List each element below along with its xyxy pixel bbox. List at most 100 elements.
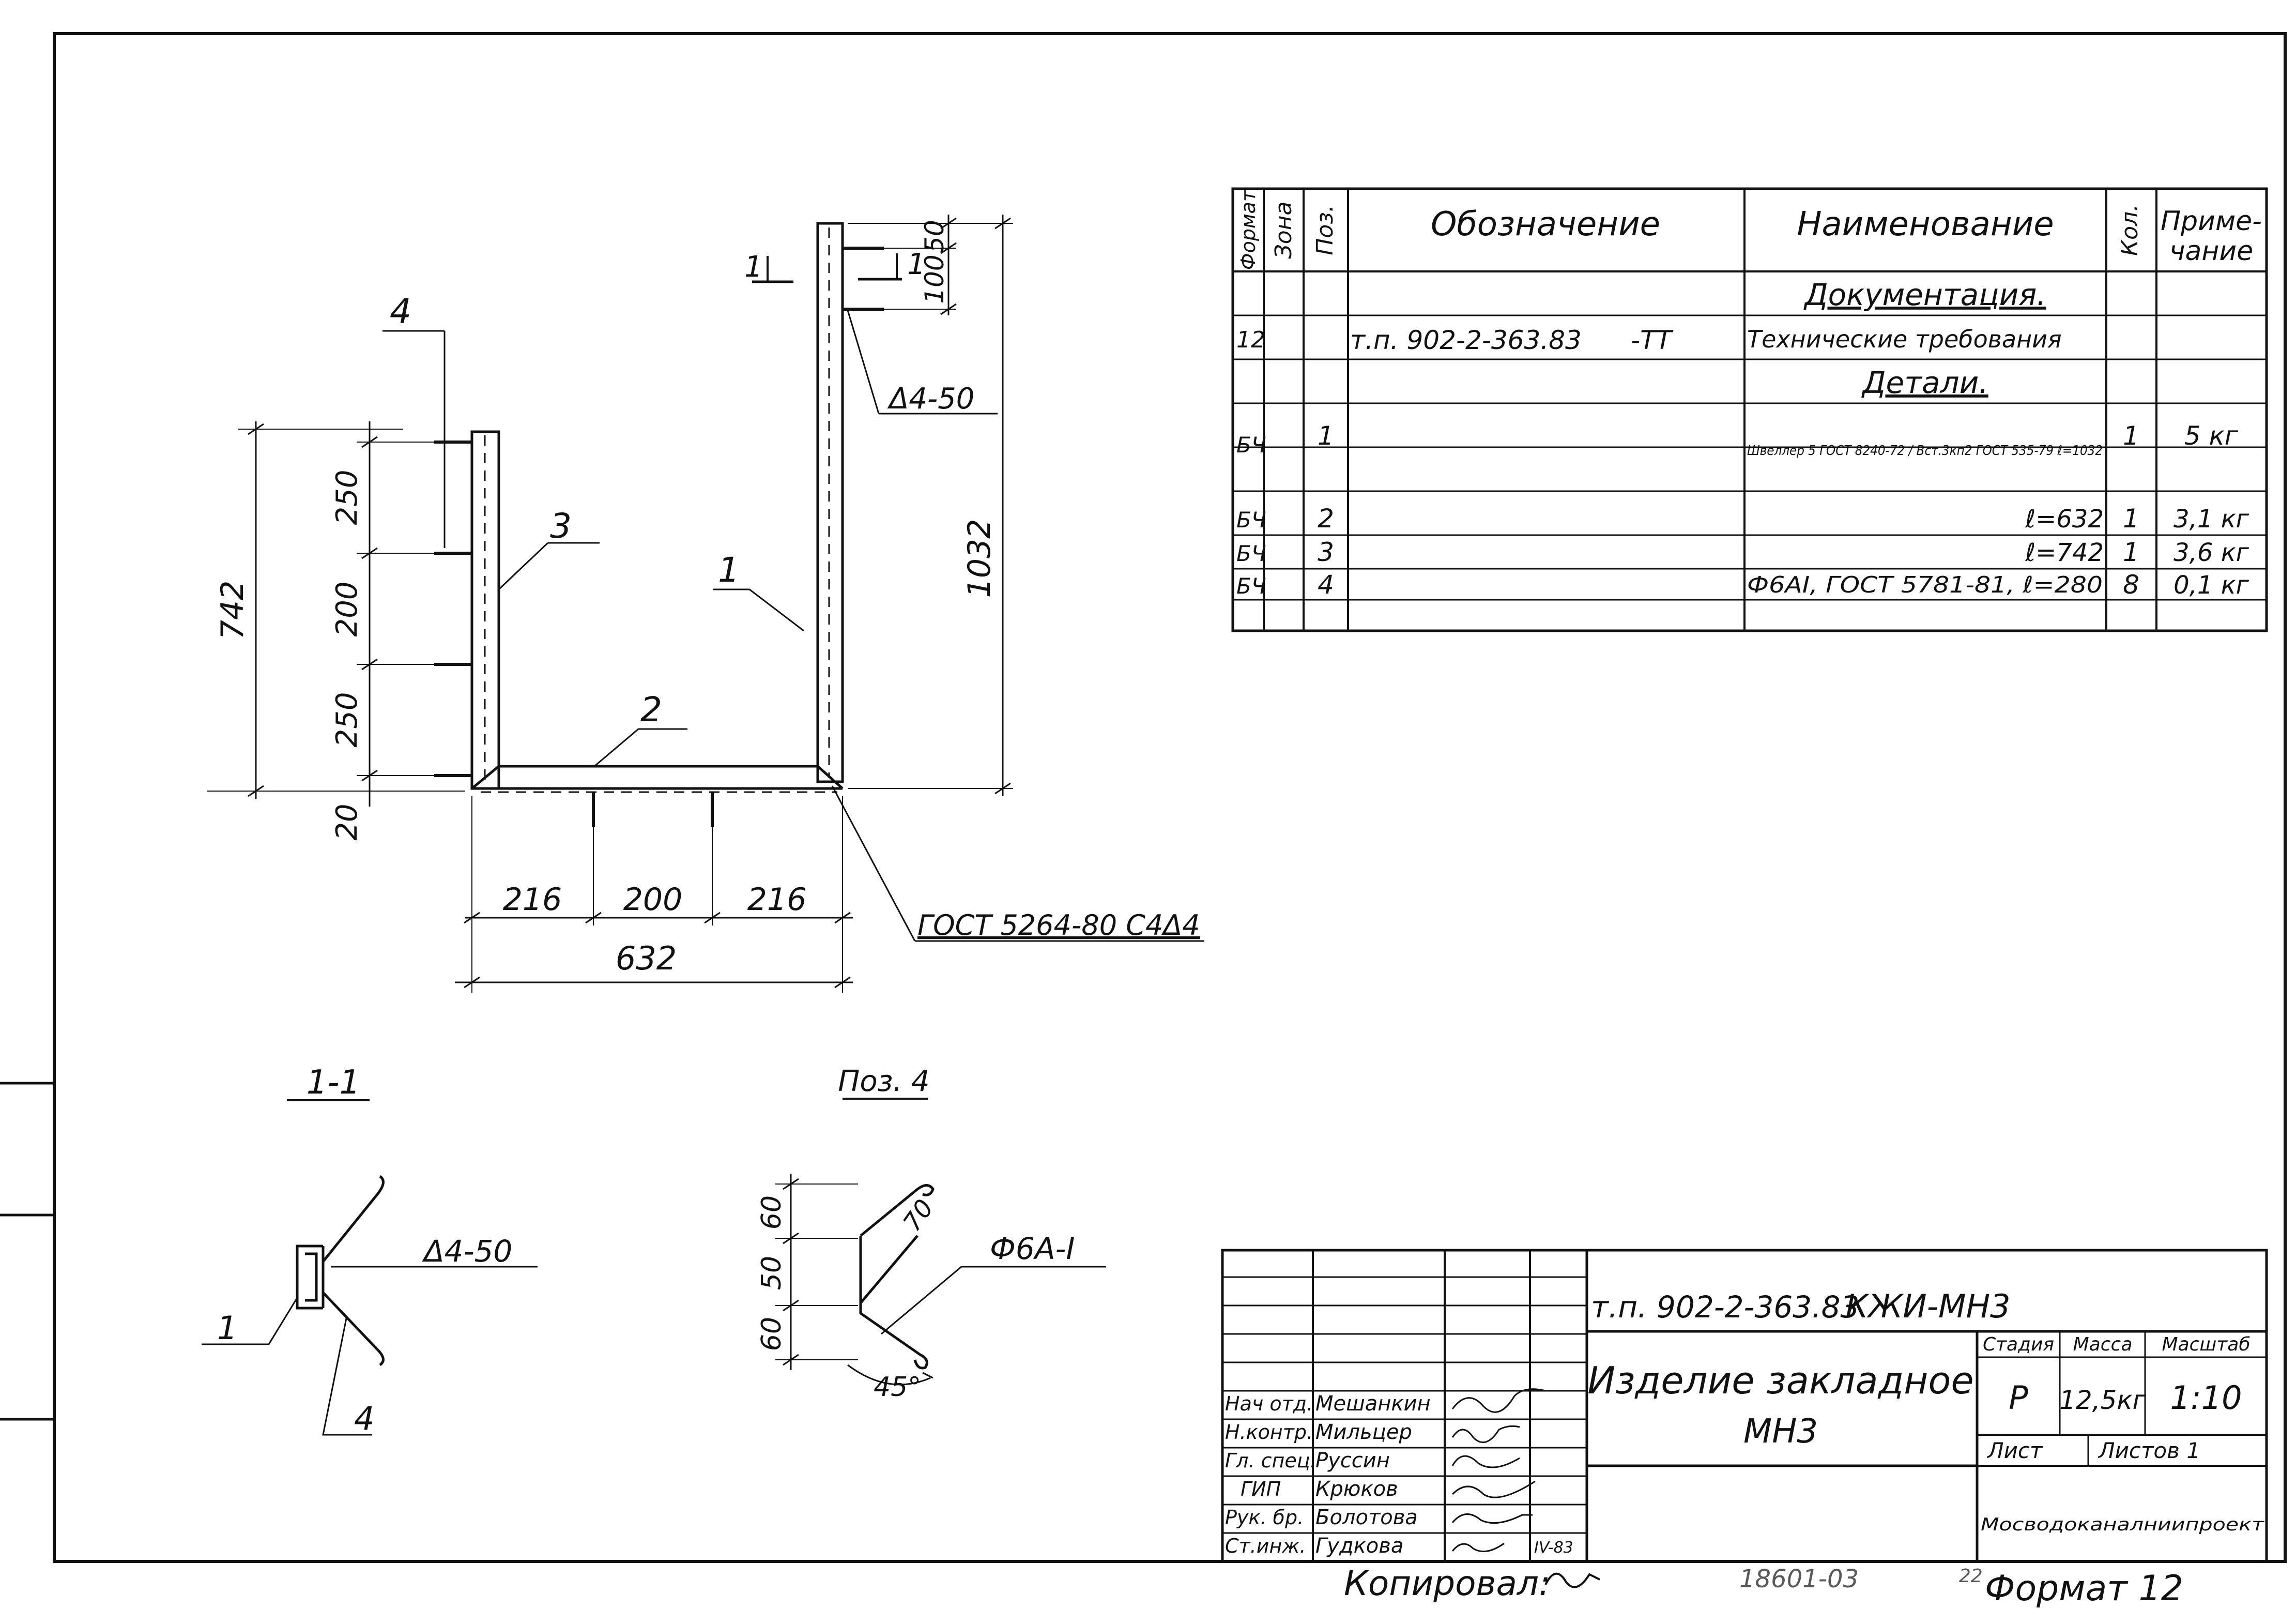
spec-row-5-qty: 1 [2123, 537, 2139, 567]
spec-hdr-pos: Поз. [1312, 205, 1338, 255]
date-value: IV-83 [1534, 1539, 1573, 1557]
staff-2-role: Гл. спец. [1225, 1449, 1317, 1472]
mass-header: Масса [2073, 1334, 2133, 1355]
spec-row-3-format: БЧ [1236, 432, 1266, 458]
pos4-dim-60-bottom: 60 [756, 1317, 787, 1351]
spec-row-1-designation: т.п. 902-2-363.83 -ТТ [1350, 325, 1674, 355]
spec-hdr-format: Формат [1237, 189, 1260, 270]
section-pos-1-label: 1 [217, 1309, 237, 1347]
staff-2-name: Руссин [1315, 1449, 1390, 1473]
staff-4-name: Болотова [1315, 1506, 1418, 1529]
spec-row-4-format: БЧ [1236, 507, 1266, 533]
staff-0-role: Нач отд. [1225, 1392, 1313, 1415]
spec-row-3-qty: 1 [2123, 421, 2139, 451]
spec-row-0-name: Документация. [1803, 277, 2046, 312]
pos4-dim-60-top: 60 [756, 1195, 787, 1230]
section-mark-left [752, 256, 793, 283]
spec-row-6-qty: 8 [2123, 570, 2139, 600]
spec-hdr-designation: Обозначение [1431, 205, 1660, 244]
dim-632: 632 [616, 939, 677, 977]
spec-row-6-note: 0,1 кг [2173, 571, 2249, 600]
dim-100: 100 [920, 254, 950, 303]
dim-left [207, 421, 465, 807]
dim-1032: 1032 [961, 519, 998, 598]
copied-by: Копировал: [1344, 1564, 1550, 1603]
section-mark-right-label: 1 [907, 248, 926, 281]
pos4-dim-50: 50 [756, 1256, 787, 1290]
label-pos-2: 2 [640, 690, 662, 730]
dim-216-right: 216 [747, 882, 807, 918]
staff-5-role: Ст.инж. [1225, 1535, 1306, 1557]
pos-4-detail: Поз. 4 [775, 1065, 1106, 1386]
spec-row-3-pos: 1 [1318, 421, 1334, 451]
staff-4-role: Рук. бр. [1225, 1506, 1304, 1529]
staff-3-name: Крюков [1315, 1477, 1398, 1501]
copied-signature [1544, 1572, 1600, 1588]
dim-50: 50 [920, 220, 950, 253]
anchors-bottom [592, 792, 714, 827]
spec-row-3-note: 5 кг [2184, 421, 2239, 451]
spec-hdr-name: Наименование [1797, 205, 2054, 244]
section-mark-left-label: 1 [744, 250, 763, 284]
part-2-plate [471, 765, 844, 793]
dim-20: 20 [330, 803, 364, 840]
pos4-angle: 45° [874, 1372, 921, 1403]
staff-5-name: Гудкова [1315, 1534, 1403, 1558]
format-number: 22 [1959, 1566, 1983, 1587]
sheet-label: Лист [1986, 1438, 2043, 1463]
weld-label-top: Δ4-50 [887, 382, 974, 416]
dim-250-top: 250 [330, 470, 364, 525]
anchors-right [843, 247, 884, 311]
spec-row-4-name: ℓ=632 [2025, 505, 2104, 534]
staff-3-role: ГИП [1241, 1478, 1281, 1500]
anchors-left [434, 441, 472, 777]
sheet-format: Формат 12 [1985, 1568, 2183, 1609]
spec-row-5-note: 3,6 кг [2173, 538, 2249, 567]
dim-right [848, 215, 1013, 796]
label-pos-1: 1 [718, 550, 740, 590]
spec-table [1231, 187, 2268, 632]
label-pos-3: 3 [550, 506, 572, 546]
doc-title-1: Изделие закладное [1587, 1359, 1973, 1402]
section-1-1: 1-1 [202, 1064, 538, 1436]
pos4-title: Поз. 4 [838, 1065, 929, 1098]
main-view: 742 250 200 250 20 1032 100 50 [207, 215, 1204, 993]
label-pos-4: 4 [390, 292, 411, 331]
spec-row-5-format: БЧ [1236, 541, 1266, 566]
copy-number: 18601-03 [1739, 1565, 1859, 1593]
dim-250-bottom: 250 [330, 692, 364, 748]
stage-value: Р [2009, 1379, 2028, 1417]
spec-row-1-name: Технические требования [1747, 325, 2062, 353]
part-1-channel [816, 222, 844, 783]
leaders [382, 310, 1204, 942]
section-mark-right [858, 253, 902, 281]
spec-row-2-name: Детали. [1861, 365, 1988, 400]
spec-hdr-qty: Кол. [2117, 204, 2143, 256]
section-title: 1-1 [307, 1064, 361, 1102]
spec-row-4-pos: 2 [1318, 504, 1334, 534]
scale-header: Масштаб [2162, 1334, 2250, 1355]
mass-value: 12,5кг [2059, 1385, 2147, 1415]
spec-row-5-pos: 3 [1318, 537, 1334, 567]
staff-1-role: Н.контр. [1225, 1421, 1313, 1444]
spec-hdr-zone: Зона [1271, 202, 1297, 259]
weld-gost-label: ГОСТ 5264-80 С4Δ4 [917, 909, 1200, 942]
spec-row-3-name: Швеллер 5 ГОСТ 8240-72 / Вст.3кп2 ГОСТ 5… [1747, 443, 2103, 459]
spec-row-6-pos: 4 [1318, 570, 1334, 600]
dim-200-vert: 200 [330, 582, 364, 637]
doc-title-2: МН3 [1743, 1413, 1818, 1451]
dim-742: 742 [215, 581, 251, 640]
spec-hdr-note-1: Приме- [2161, 206, 2262, 237]
scale-value: 1:10 [2170, 1379, 2242, 1417]
staff-0-name: Мешанкин [1315, 1392, 1431, 1416]
section-weld-label: Δ4-50 [422, 1234, 512, 1269]
rebar-label: Ф6А-I [990, 1231, 1075, 1266]
section-pos-4-label: 4 [354, 1400, 374, 1437]
organization: Мосводоканалниипроект [1981, 1514, 2264, 1535]
spec-row-4-note: 3,1 кг [2173, 505, 2249, 534]
spec-row-5-name: ℓ=742 [2025, 538, 2104, 567]
sheets-label: Листов 1 [2098, 1438, 2200, 1463]
dim-216-left: 216 [503, 882, 562, 918]
spec-hdr-note-2: чание [2169, 236, 2253, 267]
